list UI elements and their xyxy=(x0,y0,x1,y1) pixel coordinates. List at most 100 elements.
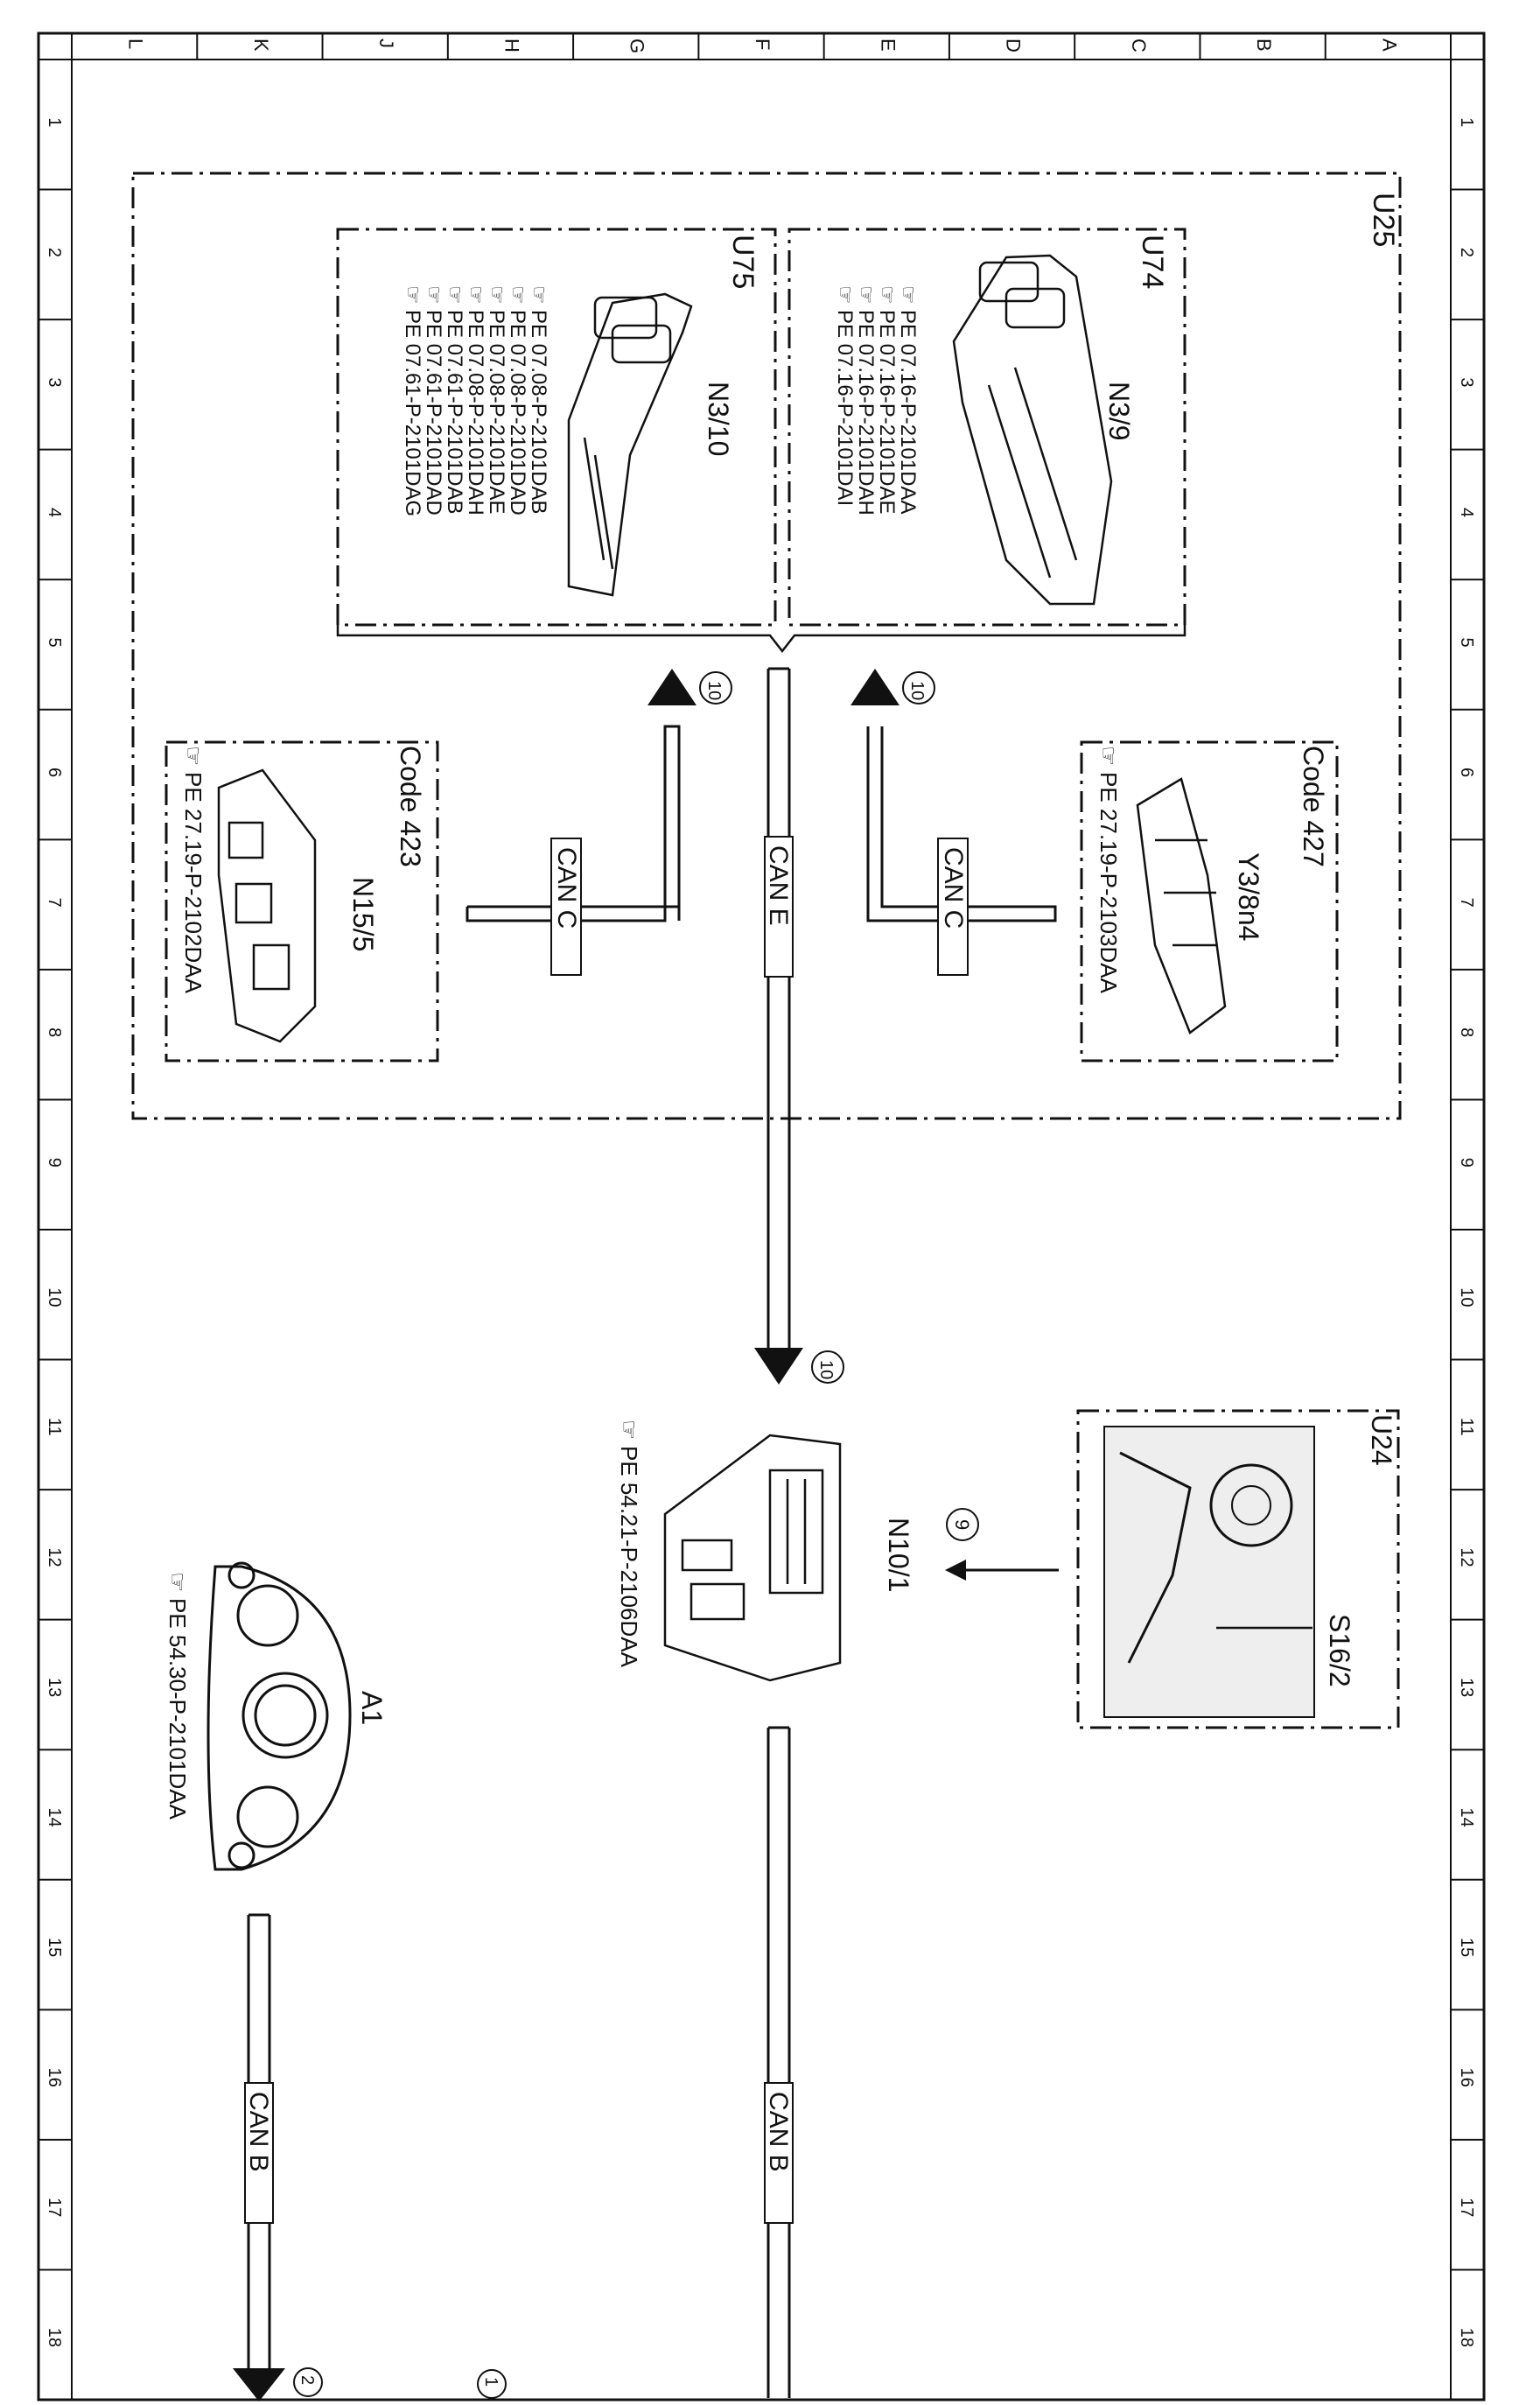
grid-row-label-left: 7 xyxy=(45,898,64,908)
can-e-label: CAN E xyxy=(764,845,793,926)
grid-row-label-right: 5 xyxy=(1457,638,1476,648)
can-c-right-tag xyxy=(937,838,969,976)
grid-row-label-left: 9 xyxy=(45,1158,64,1167)
grid-row-label-right: 4 xyxy=(1457,508,1476,517)
n10-1-pe-icon: ☞ xyxy=(616,1420,642,1440)
can-c-left-arrow xyxy=(648,669,696,705)
marker-1: 1 xyxy=(477,2369,507,2399)
svg-text:10: 10 xyxy=(816,1360,836,1379)
marker-10-a: 10 xyxy=(699,671,732,705)
u24-signal-arrowhead xyxy=(945,1560,966,1581)
can-b-left-arrow xyxy=(233,2368,285,2401)
can-e-tag xyxy=(764,836,794,978)
n3-9-label: N3/9 xyxy=(1103,382,1135,441)
n3-10-label: N3/10 xyxy=(703,382,734,456)
drawing-frame xyxy=(37,32,1486,2401)
grid-row-label-left: 13 xyxy=(45,1678,64,1697)
pe-reference-icon: ☞ xyxy=(875,285,899,305)
pe-reference: PE 07.61-P-2101DAG xyxy=(401,310,424,516)
grid-row-label-right: 3 xyxy=(1457,377,1476,387)
grid-row-label-left: 6 xyxy=(45,768,64,777)
grid-row-label-right: 8 xyxy=(1457,1027,1476,1037)
pe-reference-icon: ☞ xyxy=(485,285,508,305)
u25-group-box xyxy=(131,172,1402,1120)
can-c-right-line xyxy=(866,726,1057,922)
svg-text:10: 10 xyxy=(704,681,724,700)
code-423-box xyxy=(164,740,439,1062)
grid-row-label-right: 18 xyxy=(1457,2328,1476,2347)
pe-reference-icon: ☞ xyxy=(506,285,529,305)
u24-group-box xyxy=(1076,1409,1400,1729)
grid-row-label-left: 14 xyxy=(45,1808,64,1827)
grid-row-label-right: 11 xyxy=(1457,1418,1476,1436)
grid-row-label-right: 2 xyxy=(1457,248,1476,257)
grid-column-label: A xyxy=(1378,39,1400,52)
n10-1-label: N10/1 xyxy=(883,1518,914,1592)
a1-reference: PE 54.30-P-2101DAA xyxy=(164,1598,191,1820)
grid-row-label-left: 2 xyxy=(45,248,64,257)
pe-reference: PE 07.61-P-2101DAD xyxy=(422,310,445,515)
svg-text:10: 10 xyxy=(907,681,927,700)
pe-reference-icon: ☞ xyxy=(443,285,466,305)
can-e-arrow xyxy=(754,1348,803,1385)
pe-reference: PE 07.16-P-2101DAI xyxy=(833,310,857,506)
n15-5-pe-icon: ☞ xyxy=(180,746,206,766)
a1-instrument-cluster-illustration xyxy=(206,1561,352,1871)
pe-reference: PE 07.08-P-2101DAB xyxy=(527,310,550,514)
grid-row-label-left: 1 xyxy=(45,117,64,127)
n3-9-ecu-illustration xyxy=(952,254,1113,606)
u24-label: U24 xyxy=(1366,1414,1397,1466)
s16-2-label: S16/2 xyxy=(1324,1614,1355,1687)
can-c-right-arrow xyxy=(850,669,900,705)
grid-row-label-left: 8 xyxy=(45,1027,64,1037)
can-b-left-label: CAN B xyxy=(244,2092,273,2172)
n3-9-reference-list: ☞PE 07.16-P-2101DAA☞PE 07.16-P-2101DAE☞P… xyxy=(833,285,920,515)
grid-column-label: C xyxy=(1128,39,1150,53)
grid-row-label-right: 6 xyxy=(1457,768,1476,777)
grid-column-label: K xyxy=(250,39,272,52)
grid-row-label-left: 12 xyxy=(45,1547,64,1567)
grid-column-label: F xyxy=(752,39,774,50)
n15-5-illustration xyxy=(217,768,317,1043)
can-c-right-label: CAN C xyxy=(939,847,968,929)
svg-text:2: 2 xyxy=(298,2375,317,2385)
pe-reference-icon: ☞ xyxy=(422,285,445,305)
marker-10-b: 10 xyxy=(902,671,935,705)
pe-reference-icon: ☞ xyxy=(854,285,878,305)
pe-reference-icon: ☞ xyxy=(527,285,550,305)
grid-row-label-left: 16 xyxy=(45,2068,64,2087)
y3-8n4-pe-icon: ☞ xyxy=(1096,746,1122,766)
code-427-box xyxy=(1080,740,1339,1062)
grid-column-label: L xyxy=(125,39,147,49)
grid-row-label-left: 4 xyxy=(45,508,64,517)
grid-row-label-right: 7 xyxy=(1457,898,1476,908)
grid-column-label: H xyxy=(500,39,522,53)
svg-text:1: 1 xyxy=(481,2377,500,2387)
grid-row-label-left: 15 xyxy=(45,1938,64,1957)
a1-pe-icon: ☞ xyxy=(164,1572,191,1592)
n10-1-module-illustration xyxy=(663,1434,842,1682)
grid-row-label-right: 10 xyxy=(1457,1287,1476,1307)
u75-label: U75 xyxy=(726,235,760,289)
can-b-right-label: CAN B xyxy=(764,2092,793,2172)
y3-8n4-reference: PE 27.19-P-2103DAA xyxy=(1096,772,1122,994)
n15-5-label: N15/5 xyxy=(347,877,379,951)
grid-column-label: D xyxy=(1003,39,1025,53)
grid-row-label-right: 17 xyxy=(1457,2198,1476,2217)
grid-row-label-right: 15 xyxy=(1457,1938,1476,1957)
n10-1-reference: PE 54.21-P-2106DAA xyxy=(616,1446,642,1668)
marker-2: 2 xyxy=(293,2367,323,2397)
grid-row-label-left: 3 xyxy=(45,377,64,387)
can-e-line xyxy=(766,667,791,1348)
y3-8n4-illustration xyxy=(1136,777,1227,1034)
marker-9: 9 xyxy=(946,1508,979,1541)
u74-label: U74 xyxy=(1136,235,1169,289)
svg-text:9: 9 xyxy=(951,1519,973,1530)
pe-reference: PE 07.16-P-2101DAH xyxy=(854,310,878,515)
grid-column-label: J xyxy=(375,39,397,48)
pe-reference: PE 07.61-P-2101DAB xyxy=(443,310,466,514)
code-427-label: Code 427 xyxy=(1298,746,1329,867)
can-c-left-tag xyxy=(550,838,582,976)
grid-column-label: B xyxy=(1253,39,1275,52)
